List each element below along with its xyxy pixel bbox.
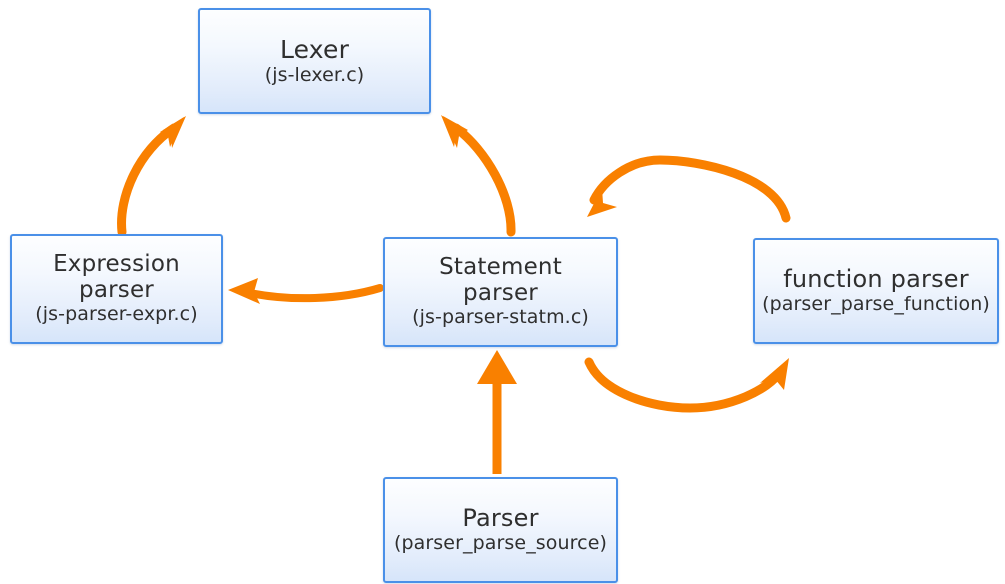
node-statement-parser[interactable]: Statement parser (js-parser-statm.c)	[383, 237, 618, 347]
edge-statement-parser-to-lexer	[441, 115, 516, 237]
node-lexer-title: Lexer	[279, 34, 350, 64]
node-function-parser-subtitle: (parser_parse_function)	[762, 293, 990, 316]
node-parser-subtitle: (parser_parse_source)	[393, 532, 608, 555]
node-statement-parser-title: Statement parser	[439, 253, 562, 306]
edge-statement-parser-to-expression-parser	[228, 278, 384, 304]
node-statement-parser-subtitle: (js-parser-statm.c)	[412, 306, 589, 329]
node-expression-parser-subtitle: (js-parser-expr.c)	[35, 303, 198, 326]
node-parser[interactable]: Parser (parser_parse_source)	[383, 477, 618, 583]
node-expression-parser[interactable]: Expression parser (js-parser-expr.c)	[10, 234, 223, 344]
edge-expression-parser-to-lexer	[117, 116, 186, 237]
node-function-parser-title: function parser	[783, 265, 969, 294]
node-lexer[interactable]: Lexer (js-lexer.c)	[198, 8, 431, 114]
edge-parser-to-statement-parser	[477, 350, 517, 474]
edge-function-parser-to-statement-parser	[587, 155, 791, 223]
node-function-parser[interactable]: function parser (parser_parse_function)	[753, 238, 999, 344]
node-expression-parser-title: Expression parser	[53, 250, 180, 303]
node-lexer-subtitle: (js-lexer.c)	[264, 63, 365, 86]
edge-statement-parser-to-function-parser	[584, 357, 789, 413]
node-parser-title: Parser	[462, 504, 539, 533]
